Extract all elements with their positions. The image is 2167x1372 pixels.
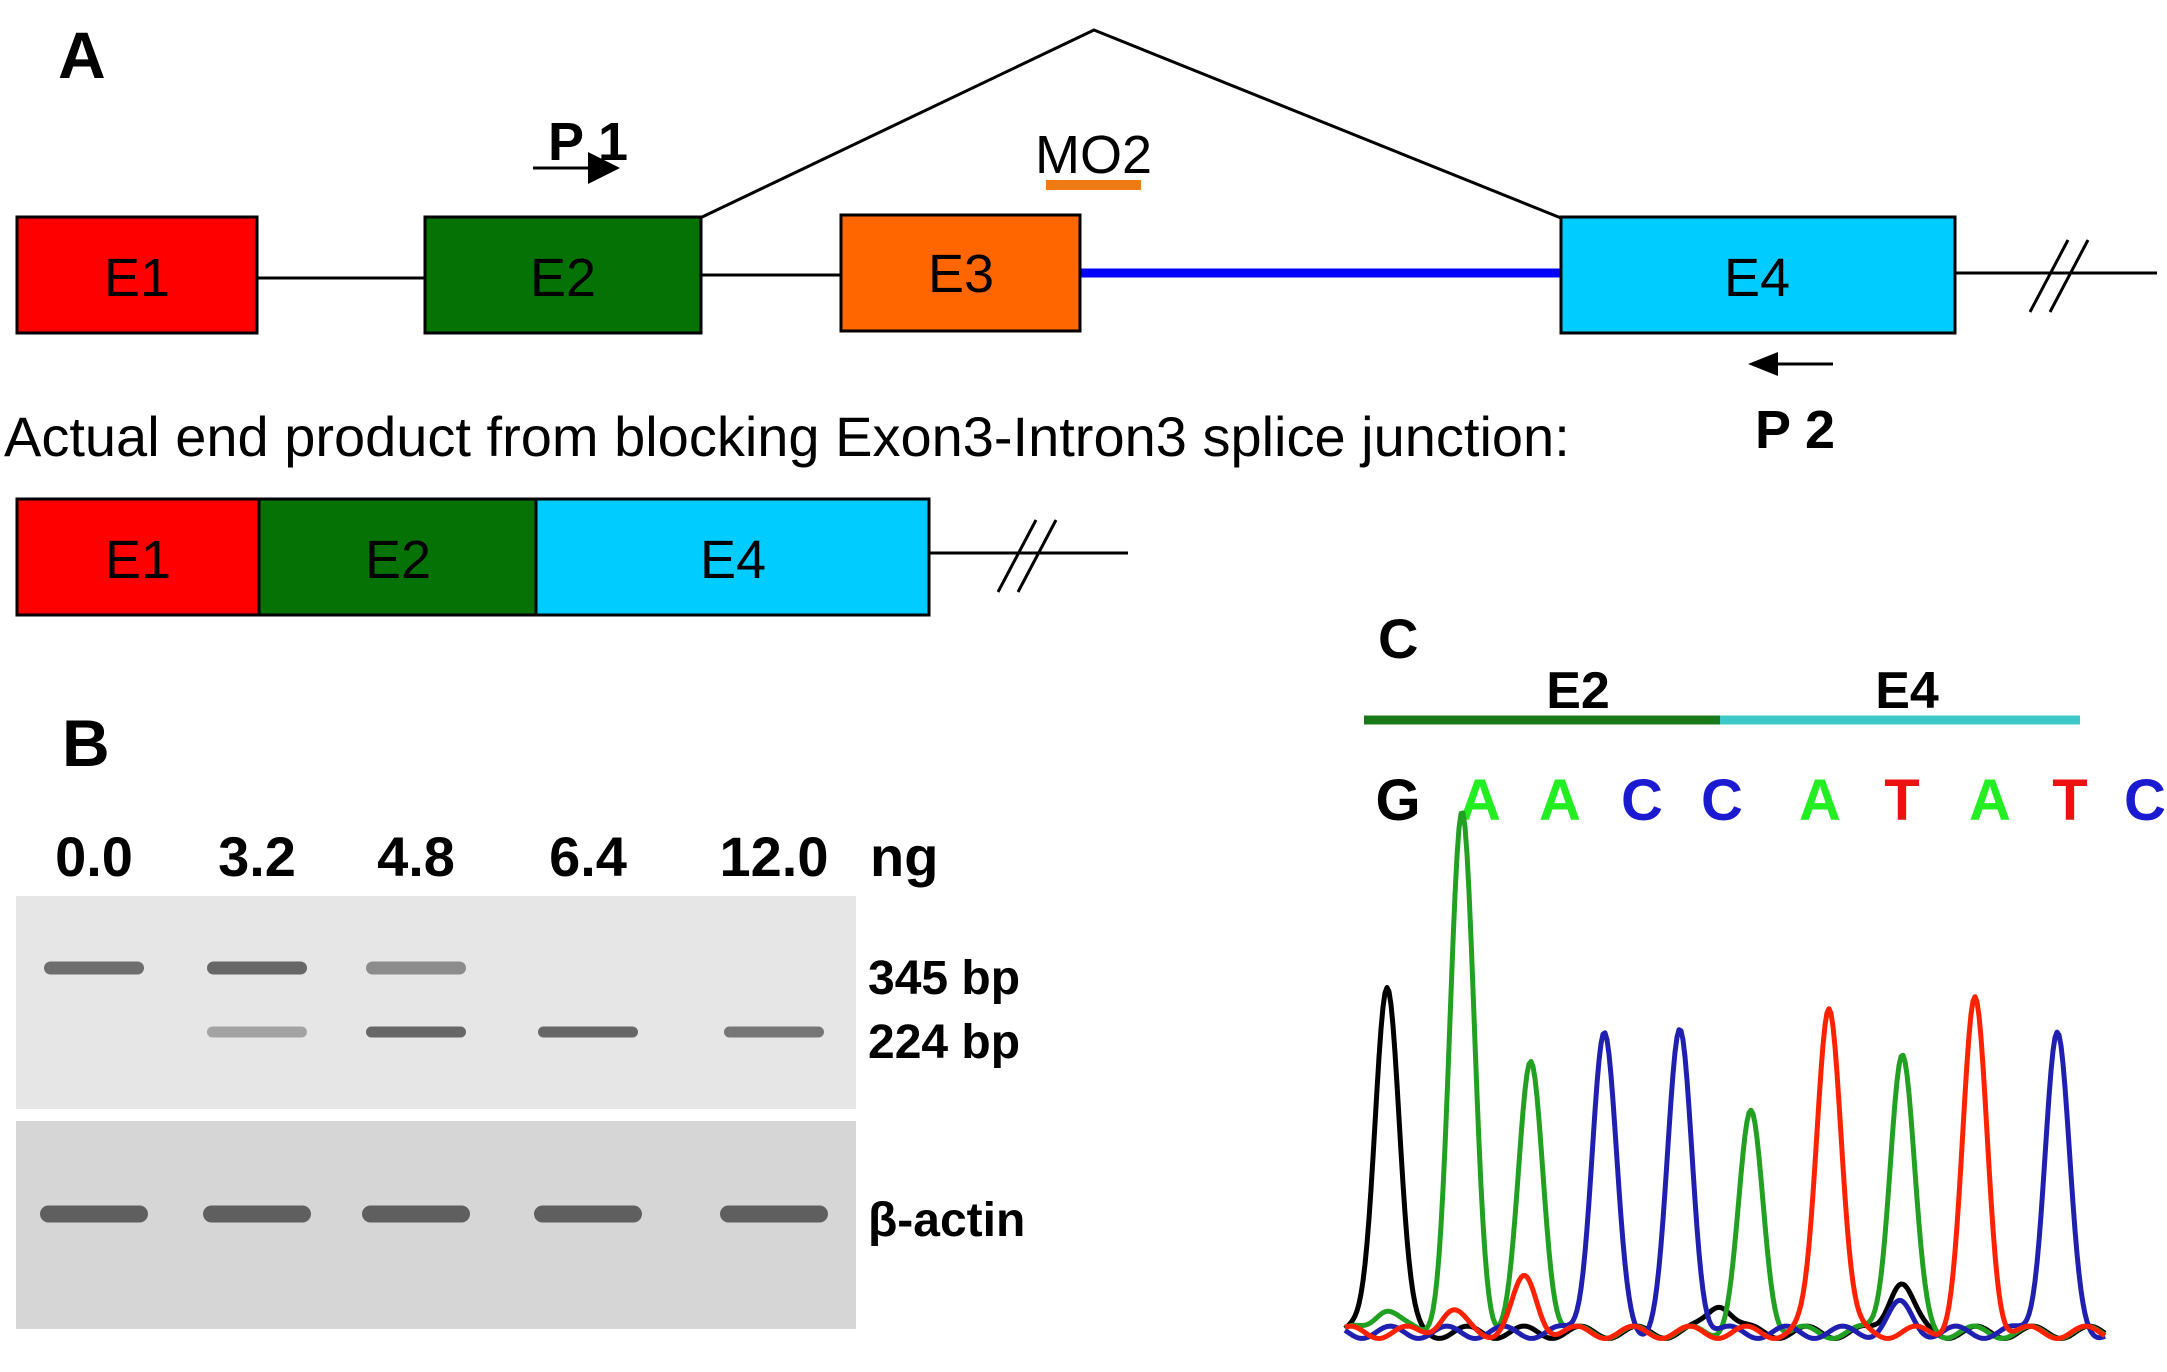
- band-345-label: 345 bp: [868, 952, 1020, 1005]
- dose-unit-label: ng: [870, 825, 938, 888]
- chromatogram-traces: [1343, 810, 2107, 1341]
- exon-e2-box: [423, 215, 703, 335]
- dose-label: 3.2: [218, 825, 296, 888]
- gel-band: [40, 1205, 148, 1223]
- gel-band: [366, 1026, 466, 1038]
- primer-p2-label: P 2: [1755, 400, 1835, 460]
- trace-C: [1343, 1027, 2106, 1341]
- dose-labels: 0.0 3.2 4.8 6.4 12.0: [55, 825, 828, 888]
- exon-e4-box: [1559, 215, 1957, 335]
- gel-top: [16, 896, 856, 1109]
- base-call: A: [1799, 768, 1841, 833]
- morpholino-bar: [1046, 180, 1141, 190]
- base-call: C: [2124, 768, 2166, 833]
- break-mark-1: [2028, 239, 2070, 313]
- gel-band: [362, 1205, 470, 1223]
- exon-e1-label: E1: [104, 248, 170, 308]
- gel-band: [720, 1205, 828, 1223]
- dose-label: 0.0: [55, 825, 133, 888]
- gel-band: [207, 961, 307, 975]
- gel-band: [538, 1026, 638, 1038]
- product-break-mark-2: [1016, 519, 1058, 593]
- panel-c-label: C: [1378, 607, 1418, 670]
- trace-T: [1344, 994, 2107, 1341]
- product-e2-label: E2: [365, 530, 431, 590]
- dose-label: 12.0: [720, 825, 829, 888]
- product-e4-label: E4: [700, 530, 766, 590]
- end-product-caption: Actual end product from blocking Exon3-I…: [4, 405, 1570, 468]
- gel-band: [724, 1026, 824, 1038]
- product-e1-label: E1: [105, 530, 171, 590]
- primer-p2-arrowhead: [1748, 352, 1778, 376]
- exon-e1-box: [15, 215, 259, 335]
- product-e1-box: [15, 497, 261, 617]
- gel-bottom: [16, 1121, 856, 1329]
- actin-label: β-actin: [868, 1194, 1025, 1247]
- base-call: C: [1621, 768, 1663, 833]
- gel-band: [534, 1205, 642, 1223]
- skip-splice-arc: [699, 28, 1562, 220]
- dose-label: 6.4: [549, 825, 627, 888]
- base-call: A: [1539, 768, 1581, 833]
- primer-p1-arrowhead: [588, 152, 620, 184]
- gel-band: [366, 961, 466, 975]
- exon-e3-label: E3: [928, 244, 994, 304]
- segment-e4-label: E4: [1875, 662, 1939, 720]
- product-e4-box: [534, 497, 931, 617]
- exon-e4-label: E4: [1724, 248, 1790, 308]
- product-break-mark-1: [996, 519, 1038, 593]
- base-call: G: [1375, 768, 1420, 833]
- gel-band: [44, 961, 144, 975]
- gel-bands: [40, 961, 828, 1223]
- exon-e3-box: [839, 213, 1082, 333]
- trace-A: [1343, 810, 2107, 1341]
- band-224-label: 224 bp: [868, 1016, 1020, 1069]
- panel-a-label: A: [58, 18, 106, 92]
- base-call: T: [2052, 768, 2087, 833]
- product-e2-box: [257, 497, 538, 617]
- exon-e2-label: E2: [530, 248, 596, 308]
- dose-label: 4.8: [377, 825, 455, 888]
- base-call: T: [1884, 768, 1919, 833]
- morpholino-label: MO2: [1035, 125, 1152, 185]
- gel-band: [203, 1205, 311, 1223]
- segment-e2-label: E2: [1546, 662, 1610, 720]
- gel-band: [207, 1026, 307, 1038]
- base-call: C: [1701, 768, 1743, 833]
- break-mark-2: [2048, 239, 2090, 313]
- panel-b-label: B: [62, 706, 110, 780]
- base-call: A: [1969, 768, 2011, 833]
